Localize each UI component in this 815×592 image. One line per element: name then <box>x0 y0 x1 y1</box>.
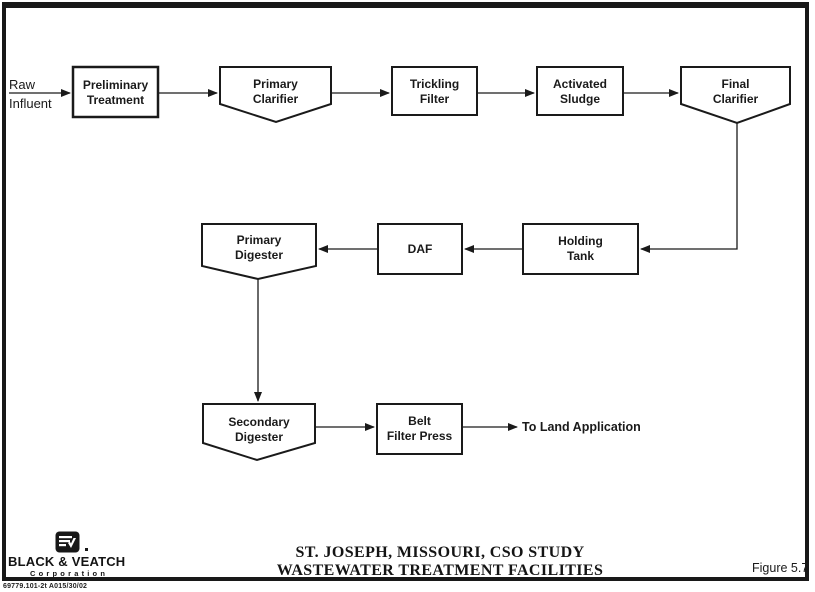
to-land-application-label: To Land Application <box>522 420 641 434</box>
holding-tank-box <box>522 223 639 275</box>
activated-sludge-label: Activated Sludge <box>552 77 608 106</box>
secondary-digester-shape <box>202 403 316 462</box>
trickling-filter-label: Trickling Filter <box>409 77 460 106</box>
final-clarifier-label: Final Clarifier <box>712 77 759 106</box>
arrow-final-clarifier-to-holding-tank <box>640 123 738 253</box>
belt-filter-press-box <box>376 403 463 455</box>
secondary-digester-label: Secondary Digester <box>228 415 290 444</box>
primary-digester-shape <box>201 223 317 281</box>
trickling-filter-box <box>391 66 478 116</box>
logo-company-name: BLACK & VEATCH <box>8 554 126 569</box>
logo-subtitle: Corporation <box>30 569 109 578</box>
primary-digester-label: Primary Digester <box>234 233 284 262</box>
daf-label: DAF <box>407 242 433 256</box>
belt-filter-press-label: Belt Filter Press <box>386 414 453 443</box>
activated-sludge-box <box>536 66 624 116</box>
title-block: ST. JOSEPH, MISSOURI, CSO STUDY WASTEWAT… <box>240 544 640 579</box>
drawing-number-label: 69779.101-2t A015/30/02 <box>3 583 88 590</box>
registered-mark-dot <box>85 548 88 551</box>
holding-tank-label: Holding Tank <box>558 234 603 263</box>
page-title-line1: ST. JOSEPH, MISSOURI, CSO STUDY <box>295 544 585 561</box>
final-clarifier-shape <box>680 66 791 125</box>
primary-clarifier-shape <box>219 66 332 124</box>
primary-clarifier-label: Primary Clarifier <box>252 77 299 106</box>
page-title-line2: WASTEWATER TREATMENT FACILITIES <box>276 562 604 579</box>
frame-left-border <box>2 2 6 580</box>
bv-logo-icon <box>55 531 80 553</box>
daf-box <box>377 223 463 275</box>
frame-bottom-border <box>2 577 809 581</box>
preliminary-treatment-label: Preliminary Treatment <box>82 78 149 107</box>
frame-right-border <box>805 2 809 580</box>
frame-top-border <box>2 2 808 8</box>
preliminary-treatment-box <box>71 65 160 119</box>
figure-number-label: Figure 5.7 <box>752 561 809 575</box>
raw-influent-label-top: Raw <box>9 77 36 92</box>
raw-influent-label-bottom: Influent <box>9 96 52 111</box>
